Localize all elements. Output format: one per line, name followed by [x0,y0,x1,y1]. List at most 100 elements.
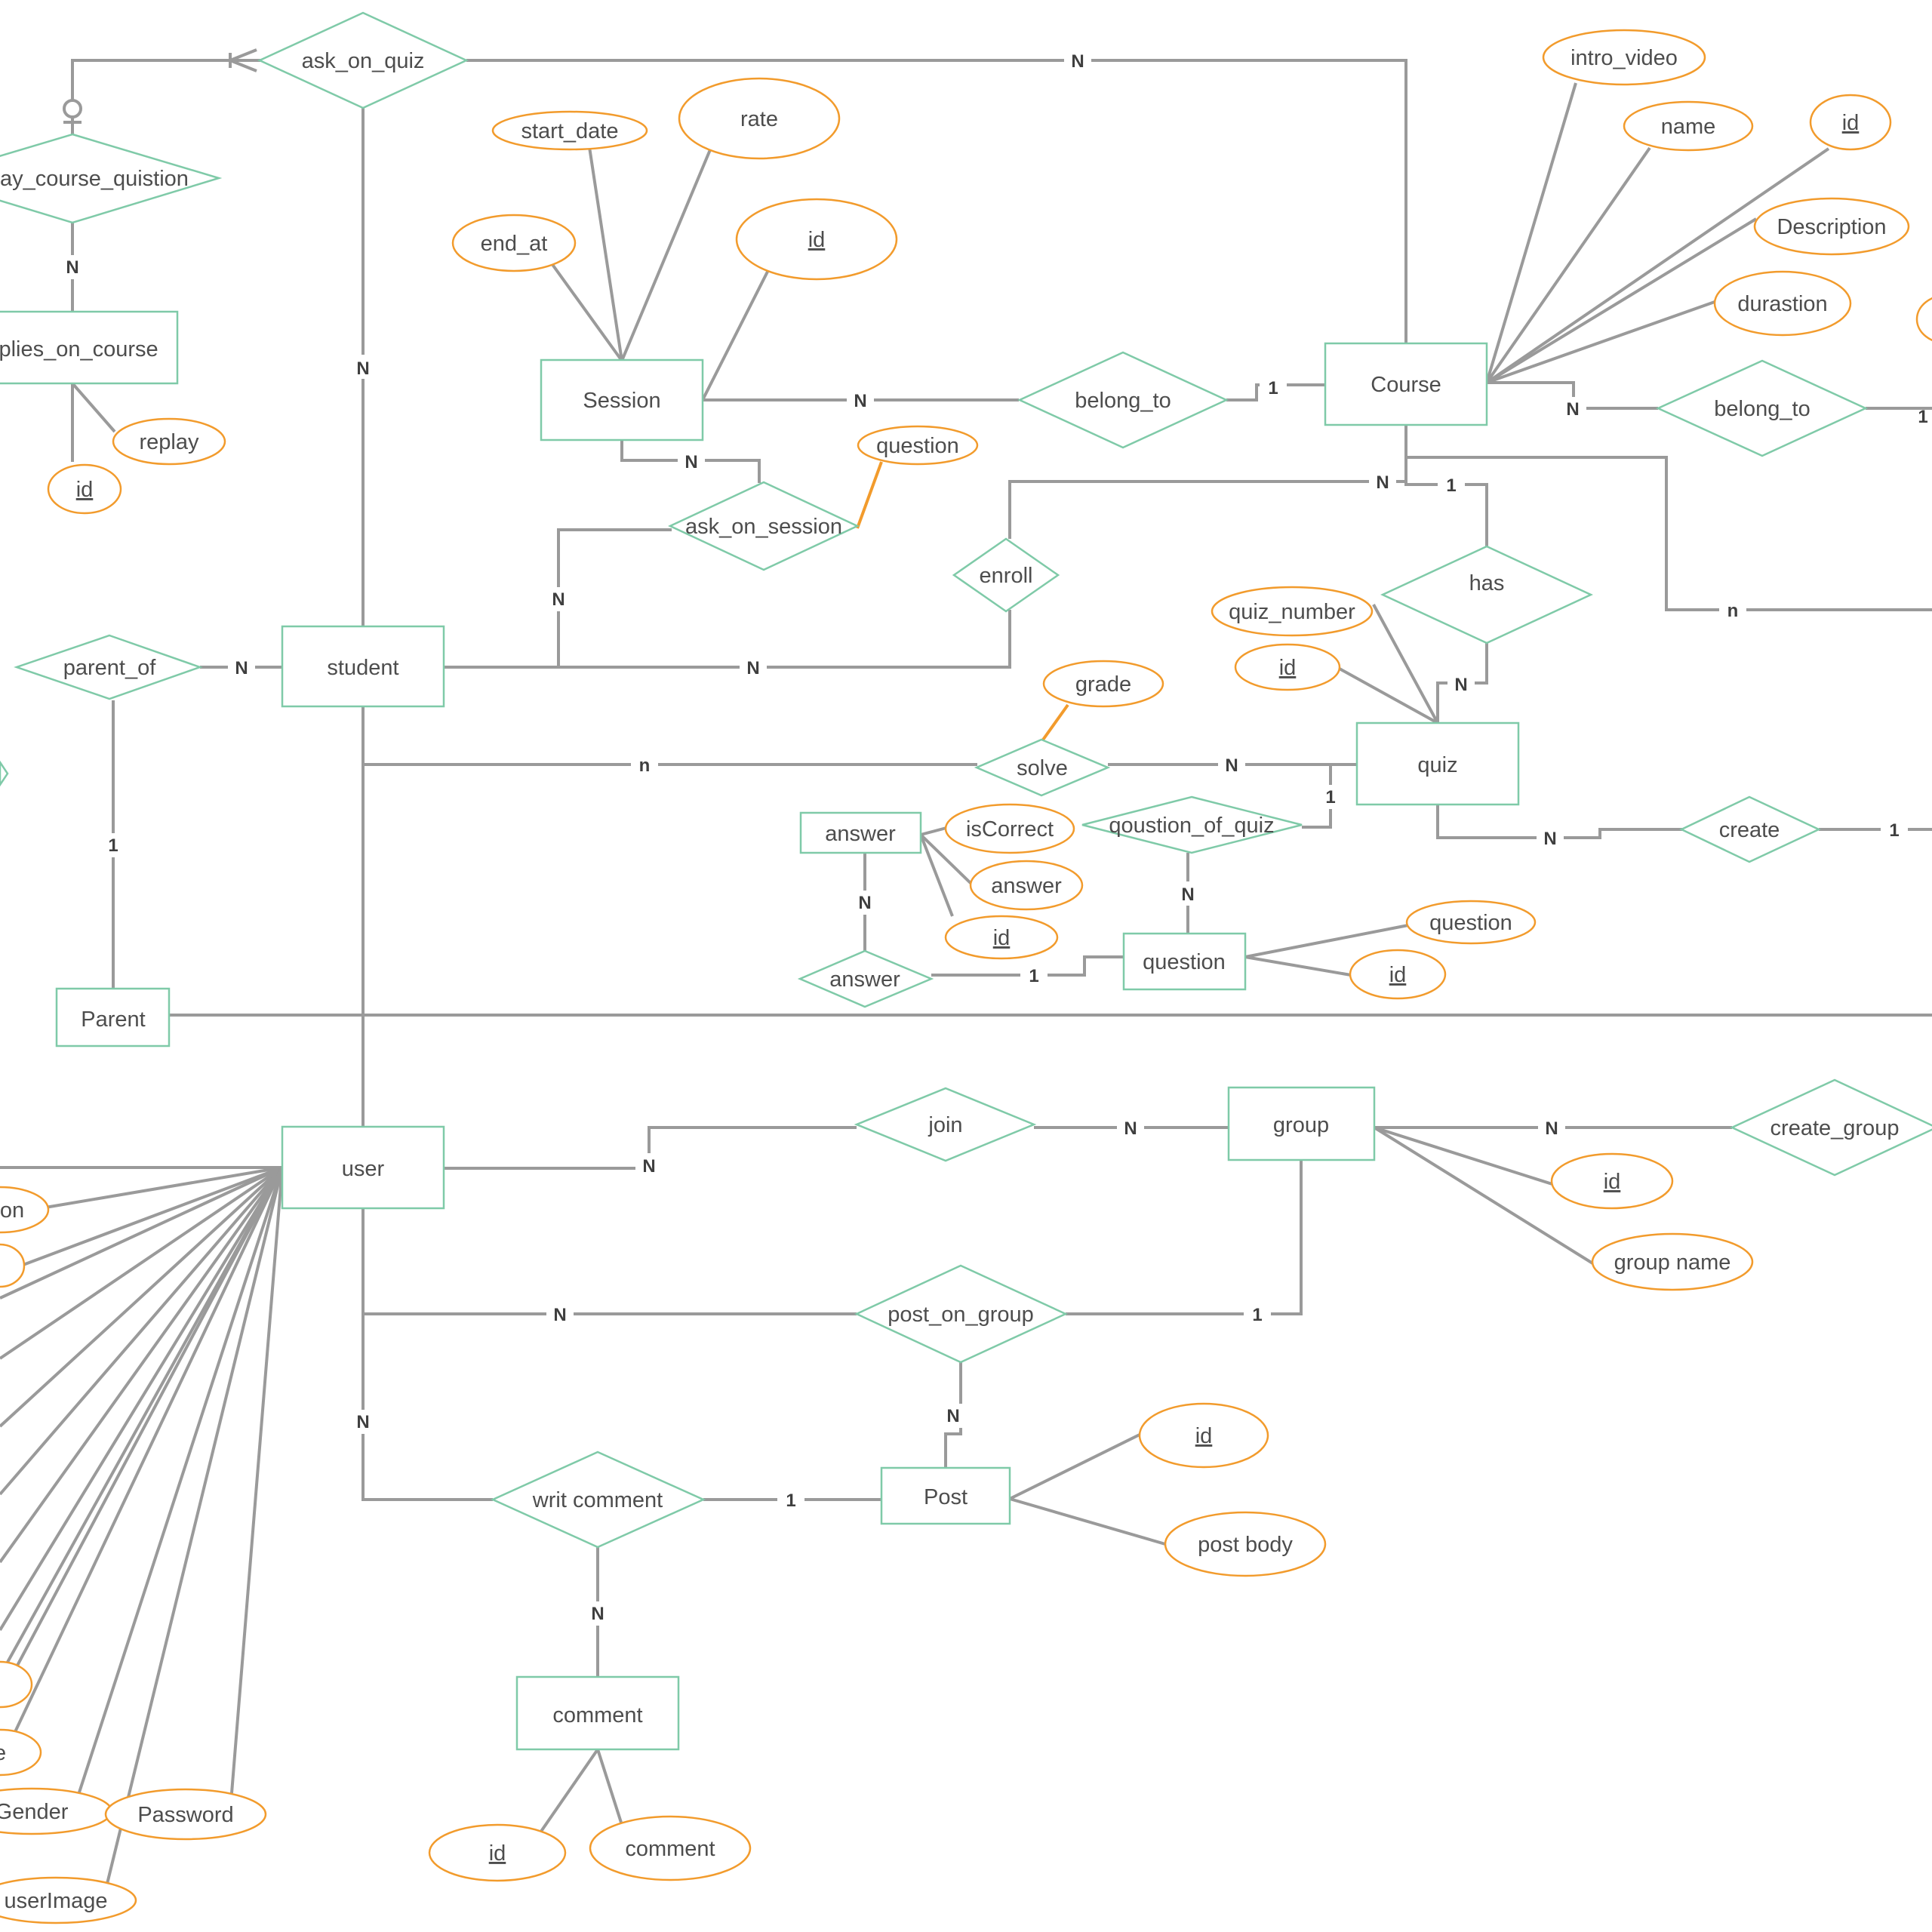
attr-answer-id-label: id [993,926,1011,950]
attr-quiz_number-label: quiz_number [1229,600,1355,624]
attr-user-on[interactable]: on [0,1186,50,1234]
rel-create_group-label: create_group [1770,1116,1900,1140]
card-course_n: n [1727,601,1739,621]
attr-grade-label: grade [1075,672,1131,697]
entity-parent[interactable]: Parent [55,987,171,1048]
attr-description-label: Description [1777,215,1886,239]
entity-group[interactable]: group [1227,1086,1376,1161]
attr-description[interactable]: Description [1753,197,1910,256]
entity-course[interactable]: Course [1324,342,1488,426]
card-ask_on_quiz_student: N [356,358,369,379]
attr-answer[interactable]: answer [969,860,1084,911]
rel-ask_on_session[interactable]: ask_on_session [668,481,860,571]
attr-durastion[interactable]: durastion [1713,270,1852,337]
attr-end_at[interactable]: end_at [451,214,577,272]
rel-join[interactable]: join [854,1087,1037,1162]
rel-create[interactable]: create [1679,795,1821,863]
rel-qoustion_of_quiz-label: qoustion_of_quiz [1109,814,1274,838]
entity-session[interactable]: Session [540,358,704,441]
rel-create_group[interactable]: create_group [1730,1078,1932,1177]
rel-has[interactable]: has [1380,545,1593,645]
entity-quiz[interactable]: quiz [1355,721,1520,806]
entities: Session Course student quiz answer quest… [0,310,1520,1751]
rel-solve[interactable]: solve [974,738,1111,797]
attr-group-name-label: group name [1614,1251,1731,1275]
attr-quiz-id[interactable]: id [1234,643,1341,691]
entity-comment-label: comment [552,1703,642,1727]
attr-durastion-label: durastion [1737,292,1827,316]
attr-post-id[interactable]: id [1138,1402,1269,1469]
rel-partial-left [0,760,9,787]
rel-belong_to-course[interactable]: belong_to [1655,359,1868,457]
rel-belong_to-session-label: belong_to [1075,389,1171,413]
rel-qoustion_of_quiz[interactable]: qoustion_of_quiz [1081,795,1303,854]
entity-course-label: Course [1371,373,1441,397]
attr-intro_video[interactable]: intro_video [1542,29,1706,86]
rel-writ_comment[interactable]: writ comment [490,1451,706,1549]
card-post_group: 1 [1252,1305,1262,1325]
card-student_ask: N [552,589,565,610]
card-session_belong: N [854,391,866,411]
card-parent_of_student: N [235,658,248,678]
rel-answer[interactable]: answer [797,949,934,1008]
attr-quiz-id-label: id [1279,656,1297,680]
rel-ask_on_quiz[interactable]: ask_on_quiz [257,11,469,109]
attr-start_date[interactable]: start_date [491,110,648,151]
attr-user-e[interactable]: e [0,1728,42,1777]
entity-quiz-label: quiz [1417,753,1457,777]
attr-grade[interactable]: grade [1042,660,1164,708]
attr-post-body[interactable]: post body [1164,1511,1327,1577]
rel-enroll-label: enroll [980,564,1033,588]
entity-user[interactable]: user [281,1125,445,1210]
attr-comment-id[interactable]: id [428,1823,567,1882]
attr-partial-right [1915,297,1932,342]
entity-parent-label: Parent [81,1008,145,1032]
entity-answer[interactable]: answer [799,811,922,854]
rel-belong_to-session[interactable]: belong_to [1017,351,1229,449]
rel-reply_course_quistion[interactable]: ay_course_quistion [0,133,223,224]
entity-student[interactable]: student [281,625,445,708]
attr-post-body-label: post body [1198,1533,1293,1557]
entity-comment[interactable]: comment [515,1675,680,1751]
attr-answer-id[interactable]: id [944,915,1059,960]
attr-start_date-label: start_date [521,119,619,143]
attr-user-partial-1 [0,1243,26,1288]
card-user_post: N [553,1305,566,1325]
rel-create-label: create [1719,818,1780,842]
attr-user-partial-2 [0,1660,33,1709]
attr-reply-id[interactable]: id [47,463,122,515]
attr-session-id[interactable]: id [735,198,898,281]
attr-userImage[interactable]: userImage [0,1876,137,1924]
rel-post_on_group[interactable]: post_on_group [854,1264,1068,1364]
attr-isCorrect[interactable]: isCorrect [944,803,1075,854]
card-post_post: N [946,1406,959,1426]
attr-course-name[interactable]: name [1623,100,1754,152]
attr-comment[interactable]: comment [589,1815,752,1881]
attr-gender[interactable]: Gender [0,1787,113,1835]
rel-ask_on_session-label: ask_on_session [685,515,842,539]
entity-post[interactable]: Post [880,1466,1011,1525]
rel-enroll[interactable]: enroll [952,537,1060,613]
attr-isCorrect-label: isCorrect [966,817,1054,841]
rel-belong_to-course-label: belong_to [1714,397,1810,421]
attr-course-id-label: id [1842,111,1860,135]
entity-question[interactable]: question [1122,932,1247,991]
entity-replies-on-course[interactable]: eplies_on_course [0,310,179,385]
attr-rate[interactable]: rate [678,77,841,160]
attr-password[interactable]: Password [104,1788,267,1841]
attr-user-on-label: on [0,1198,24,1223]
attr-replay[interactable]: replay [112,417,226,466]
entity-group-label: group [1273,1113,1329,1137]
attr-quiz_number[interactable]: quiz_number [1211,586,1374,637]
attr-question-id[interactable]: id [1349,949,1447,1000]
attr-group-id[interactable]: id [1550,1152,1674,1210]
card-group_create: N [1545,1118,1558,1139]
attr-session-question[interactable]: question [857,425,979,466]
attr-question[interactable]: question [1405,900,1537,945]
attr-group-name[interactable]: group name [1591,1232,1754,1291]
rel-parent_of[interactable]: parent_of [14,634,203,700]
card-session_ask: N [685,452,697,472]
relationships: ask_on_quiz ay_course_quistion belong_to… [0,11,1932,1549]
attr-course-id[interactable]: id [1809,94,1892,151]
card-reply_n: N [66,257,78,278]
